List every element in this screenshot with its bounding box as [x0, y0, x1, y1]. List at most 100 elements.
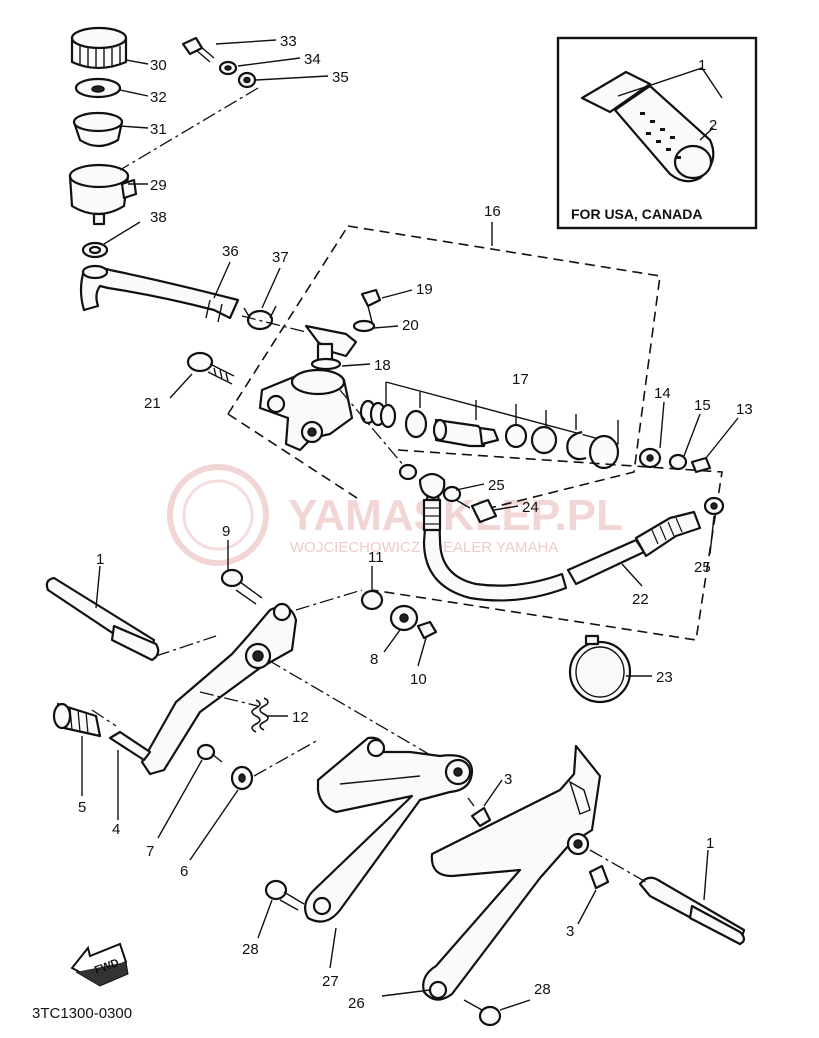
bolt-28-right [463, 999, 502, 1027]
hose-group-outline [371, 449, 723, 641]
hose-clamp-38 [81, 241, 109, 259]
callout-5: 5 [78, 799, 86, 816]
callout-1-right: 1 [706, 835, 714, 852]
footrest-peg-1-right [638, 876, 746, 946]
fwd-arrow-icon: FWD [70, 942, 129, 987]
leader-lines [81, 39, 739, 1011]
callout-16: 16 [484, 203, 501, 220]
nut-10 [416, 620, 438, 640]
callout-12: 12 [292, 709, 309, 726]
master-cylinder-body [258, 368, 354, 452]
bolt-3-upper [467, 797, 492, 828]
callout-15: 15 [694, 397, 711, 414]
callout-32: 32 [150, 89, 167, 106]
callout-1-left: 1 [96, 551, 104, 568]
bolt-9 [220, 568, 263, 605]
brake-hose-22 [418, 472, 702, 602]
nut-14 [638, 447, 662, 469]
callout-25-upper: 25 [488, 477, 505, 494]
watermark-logo-icon [167, 464, 269, 566]
callout-30: 30 [150, 57, 167, 74]
callout-33: 33 [280, 33, 297, 50]
hose-joint-fitting [304, 324, 358, 362]
bolt-35 [237, 71, 257, 89]
bolt-33 [181, 36, 215, 63]
kit-spring [359, 399, 397, 429]
inset-footrest-illustration [580, 70, 715, 183]
reservoir-tank-29 [68, 163, 138, 226]
hose-clamp-37 [243, 305, 277, 331]
callout-9: 9 [222, 523, 230, 540]
callout-4: 4 [112, 821, 120, 838]
callout-19: 19 [416, 281, 433, 298]
callout-36: 36 [222, 243, 239, 260]
footrest-bracket-27 [303, 736, 474, 923]
callout-31: 31 [150, 121, 167, 138]
screw-19 [360, 288, 382, 323]
callout-14: 14 [654, 385, 671, 402]
callout-27: 27 [322, 973, 339, 990]
inset-caption: FOR USA, CANADA [571, 206, 702, 222]
callout-28-left: 28 [242, 941, 259, 958]
washer-6 [230, 765, 254, 791]
callout-13: 13 [736, 401, 753, 418]
union-bolt-24 [455, 498, 498, 524]
callout-26: 26 [348, 995, 365, 1012]
callout-10: 10 [410, 671, 427, 688]
callout-2: 2 [709, 117, 717, 134]
bolt-3-lower [588, 864, 610, 890]
callout-29: 29 [150, 177, 167, 194]
collar-8 [389, 604, 419, 632]
drawing-code: 3TC1300-0300 [32, 1005, 132, 1022]
callout-3-lower: 3 [566, 923, 574, 940]
washer-25-upper [398, 463, 462, 503]
bolt-28-left [264, 879, 305, 911]
inset-usa-canada: 1 2 FOR USA, CANADA [556, 36, 758, 230]
callout-22: 22 [632, 591, 649, 608]
footrest-peg-1-left [45, 576, 160, 662]
collar-11 [360, 589, 384, 611]
reservoir-cap-30 [70, 26, 128, 70]
piston-kit-17 [359, 381, 620, 470]
hose-clip-23 [568, 634, 632, 704]
callout-8: 8 [370, 651, 378, 668]
callout-18: 18 [374, 357, 391, 374]
watermark: YAMASKLEP.PL WOJCIECHOWICZ | DEALER YAMA… [167, 464, 623, 566]
callout-25-lower: 25 [694, 559, 711, 576]
callout-21: 21 [144, 395, 161, 412]
o-ring-18 [310, 357, 342, 371]
callout-11: 11 [368, 549, 384, 566]
callout-1-inset: 1 [698, 57, 706, 74]
o-ring-20 [352, 319, 376, 333]
bolt-13 [690, 456, 712, 474]
diaphragm-plate-32 [74, 77, 122, 99]
callout-17: 17 [512, 371, 529, 388]
callout-24: 24 [522, 499, 539, 516]
callout-23: 23 [656, 669, 673, 686]
reservoir-hose-36 [79, 264, 240, 323]
callout-7: 7 [146, 843, 154, 860]
washer-25-lower [703, 496, 725, 516]
washer-34 [218, 60, 238, 76]
bolt-21 [186, 351, 235, 385]
callout-35: 35 [332, 69, 349, 86]
callout-20: 20 [402, 317, 419, 334]
connection-lines [91, 87, 647, 883]
callout-labels: 30 32 31 29 38 33 34 35 36 37 16 19 20 1… [78, 33, 753, 1012]
callout-6: 6 [180, 863, 188, 880]
footrest-bracket-26 [422, 744, 602, 1001]
brake-pedal-arm [140, 602, 298, 776]
assembly-group-outline-16 [227, 225, 661, 511]
spring-12 [251, 697, 269, 733]
washer-15 [668, 453, 688, 471]
callout-38: 38 [150, 209, 167, 226]
callout-28-right: 28 [534, 981, 551, 998]
callout-34: 34 [304, 51, 321, 68]
diaphragm-31 [72, 111, 124, 148]
pedal-shaft-4 [108, 730, 152, 762]
pedal-tip-5 [52, 702, 102, 738]
callout-37: 37 [272, 249, 289, 266]
bolt-7 [196, 743, 223, 763]
